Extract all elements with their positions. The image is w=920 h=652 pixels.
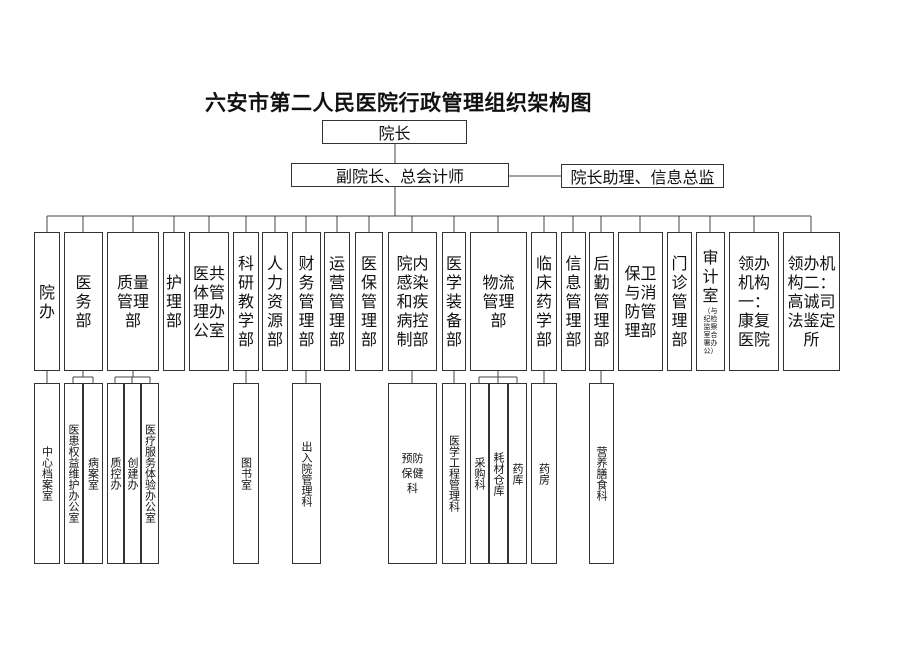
dept-label: 院内感染和疾病控制部 (396, 254, 429, 349)
sub-label: 质控办 (109, 457, 122, 490)
dept-label: 运营管理部 (328, 254, 345, 349)
dept-label: 保卫与消防管理部 (624, 263, 657, 340)
sub-service-experience: 医疗服务体验办公室 (141, 383, 159, 564)
sub-consumables: 耗材仓库 (489, 383, 508, 564)
dept-clinical-pharmacy: 临床药学部 (531, 232, 557, 371)
dept-label: 院办 (38, 282, 55, 321)
sub-archive: 中心档案室 (34, 383, 60, 564)
dept-equipment: 医学装备部 (442, 232, 466, 371)
dept-label: 领办机构二：高诚司法鉴定所 (787, 254, 836, 349)
vice-president-label: 副院长、总会计师 (335, 167, 464, 186)
president-box: 院长 (322, 120, 467, 144)
dept-nursing: 护理部 (163, 232, 185, 371)
sub-engineering: 医学工程管理科 (442, 383, 466, 564)
dept-security: 保卫与消防管理部 (618, 232, 663, 371)
dept-quality: 质量管理部 (107, 232, 159, 371)
dept-operations: 运营管理部 (324, 232, 350, 371)
dept-office: 院办 (34, 232, 60, 371)
dept-label: 后勤管理部 (593, 254, 610, 349)
dept-label: 信息管理部 (565, 254, 582, 349)
dept-information: 信息管理部 (561, 232, 586, 371)
vice-president-box: 副院长、总会计师 (291, 163, 509, 187)
dept-rehab-hospital: 领办机构一：康复医院 (729, 232, 779, 371)
dept-label: 人力资源部 (266, 254, 283, 349)
dept-label: 领办机构一：康复医院 (737, 254, 770, 349)
sub-label: 采购科 (473, 457, 486, 490)
dept-label: 医共体管理办公室 (193, 263, 226, 340)
dept-logistics: 物流管理部 (470, 232, 527, 371)
dept-note: （与纪检监察室合署办公） (703, 307, 718, 355)
dept-label: 科研教学部 (237, 254, 254, 349)
sub-label: 医患权益维护办公室 (67, 424, 80, 523)
dept-insurance: 医保管理部 (355, 232, 383, 371)
assistant-box: 院长助理、信息总监 (561, 164, 724, 188)
sub-creation-office: 创建办 (124, 383, 141, 564)
dept-label: 医学装备部 (445, 254, 462, 349)
sub-label: 营养膳食科 (595, 446, 608, 501)
assistant-label: 院长助理、信息总监 (570, 168, 715, 187)
sub-nutrition: 营养膳食科 (589, 383, 614, 564)
sub-label: 图书室 (239, 457, 253, 490)
dept-label: 质量管理部 (116, 273, 149, 330)
dept-outpatient: 门诊管理部 (667, 232, 692, 371)
sub-medical-records: 病案室 (83, 383, 103, 564)
president-label: 院长 (378, 124, 411, 143)
sub-prevention: 预防保健科 (388, 383, 437, 564)
sub-label: 药房 (537, 462, 551, 485)
dept-finance: 财务管理部 (292, 232, 321, 371)
sub-qc-office: 质控办 (107, 383, 124, 564)
sub-label: 预防保健科 (401, 452, 424, 495)
dept-label: 财务管理部 (298, 254, 315, 349)
sub-label: 医学工程管理科 (447, 435, 461, 512)
sub-label: 医疗服务体验办公室 (143, 424, 157, 523)
dept-label: 医保管理部 (360, 254, 377, 349)
sub-admission: 出入院管理科 (292, 383, 321, 564)
sub-label: 耗材仓库 (492, 451, 505, 496)
dept-forensic: 领办机构二：高诚司法鉴定所 (783, 232, 840, 371)
sub-patient-rights: 医患权益维护办公室 (64, 383, 83, 564)
dept-audit: 审计室 （与纪检监察室合署办公） (696, 232, 725, 371)
dept-label: 临床药学部 (535, 254, 552, 349)
dept-research: 科研教学部 (233, 232, 259, 371)
dept-medical-alliance: 医共体管理办公室 (189, 232, 229, 371)
sub-label: 病案室 (86, 457, 100, 490)
dept-facilities: 后勤管理部 (589, 232, 614, 371)
dept-label: 护理部 (165, 273, 182, 330)
dept-infection-control: 院内感染和疾病控制部 (388, 232, 437, 371)
dept-label: 医务部 (75, 273, 92, 330)
dept-label: 物流管理部 (482, 273, 515, 330)
sub-procurement: 采购科 (470, 383, 489, 564)
chart-title: 六安市第二人民医院行政管理组织架构图 (205, 91, 592, 115)
sub-label: 出入院管理科 (300, 440, 313, 507)
sub-label: 药库 (511, 462, 524, 485)
sub-pharmacy: 药房 (531, 383, 557, 564)
dept-medical-affairs: 医务部 (64, 232, 103, 371)
sub-label: 创建办 (126, 457, 139, 490)
dept-hr: 人力资源部 (262, 232, 288, 371)
dept-label: 门诊管理部 (671, 254, 688, 349)
sub-label: 中心档案室 (40, 446, 54, 501)
dept-label: 审计室 (702, 248, 719, 305)
sub-drug-store: 药库 (508, 383, 527, 564)
sub-library: 图书室 (233, 383, 259, 564)
